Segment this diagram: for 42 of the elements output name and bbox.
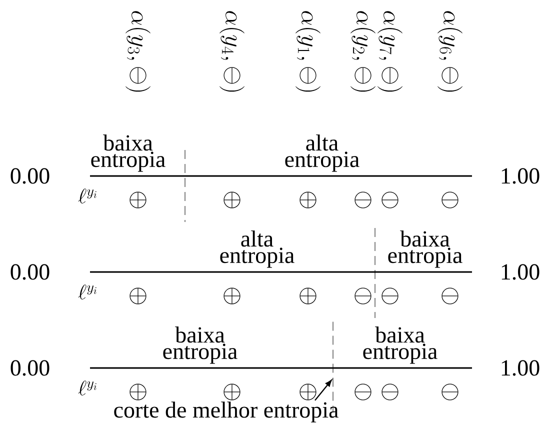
column-header: $\alpha(y_3,\ominus)$ xyxy=(126,11,150,92)
class-symbol: $\ominus$ xyxy=(442,384,458,400)
class-symbol: $\ominus$ xyxy=(382,192,398,208)
scale-value: 1.00 xyxy=(502,168,540,184)
region-label: alta entropia xyxy=(285,134,360,172)
cut-line xyxy=(332,322,334,412)
region-label: alta entropia xyxy=(220,230,294,268)
class-symbol: $\oplus$ xyxy=(224,384,240,400)
column-header: $\alpha(y_7,\ominus)$ xyxy=(378,11,402,92)
class-symbol: $\oplus$ xyxy=(300,192,316,208)
row-label: $\ell^{y_i}$ xyxy=(78,380,96,396)
column-header: $\alpha(y_1,\ominus)$ xyxy=(296,11,320,92)
row-label: $\ell^{y_i}$ xyxy=(78,284,96,300)
region-label: baixa entropia xyxy=(163,326,238,364)
class-symbol: $\ominus$ xyxy=(354,192,372,208)
class-symbol: $\ominus$ xyxy=(382,288,398,304)
class-symbol: $\oplus$ xyxy=(224,288,240,304)
arrow xyxy=(314,380,332,401)
scale-value: 1.00 xyxy=(502,264,540,280)
region-label: baixa entropia xyxy=(363,326,438,364)
column-header: $\alpha(y_6,\ominus)$ xyxy=(438,11,462,92)
class-symbol: $\ominus$ xyxy=(354,288,372,304)
scale-value: 1.00 xyxy=(502,360,540,376)
column-header: $\alpha(y_2,\ominus)$ xyxy=(350,11,376,92)
column-header: $\alpha(y_4,\ominus)$ xyxy=(220,11,244,92)
class-symbol: $\ominus$ xyxy=(442,288,458,304)
class-symbol: $\oplus$ xyxy=(224,192,240,208)
class-symbol: $\oplus$ xyxy=(300,384,316,400)
class-symbol: $\oplus$ xyxy=(300,288,316,304)
class-symbol: $\oplus$ xyxy=(130,192,146,208)
class-symbol: $\oplus$ xyxy=(130,384,146,400)
annotation-text: corte de melhor entropia xyxy=(114,402,338,422)
scale-value: 0.00 xyxy=(10,264,50,280)
class-symbol: $\oplus$ xyxy=(130,288,146,304)
region-label: baixa entropia xyxy=(388,230,462,268)
scale-value: 0.00 xyxy=(10,168,50,184)
class-symbol: $\ominus$ xyxy=(354,384,372,400)
row-label: $\ell^{y_i}$ xyxy=(78,188,96,204)
class-symbol: $\ominus$ xyxy=(382,384,398,400)
region-label: baixa entropia xyxy=(91,134,166,172)
class-symbol: $\ominus$ xyxy=(442,192,458,208)
scale-value: 0.00 xyxy=(10,360,50,376)
